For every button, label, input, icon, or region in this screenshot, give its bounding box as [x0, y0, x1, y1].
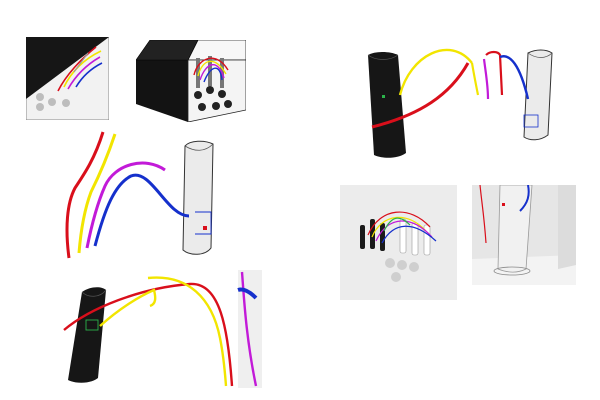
- blue-curve: [499, 55, 530, 100]
- white-shell-figure: [65, 131, 214, 259]
- shell-base: [493, 266, 531, 276]
- top-edge: [136, 40, 199, 61]
- yellow-curve-short: [99, 288, 157, 327]
- blue-curve: [203, 67, 223, 83]
- blue-curve: [381, 225, 437, 244]
- shell-rim: [527, 52, 553, 58]
- black-shell-figure: [63, 270, 262, 388]
- shell-rim: [184, 143, 214, 151]
- room-box-figure: [136, 40, 246, 122]
- left-black-wall: [136, 60, 188, 122]
- pillar-render-panel: [340, 185, 457, 300]
- red-curve: [57, 46, 97, 92]
- interior-closeup-panel: [472, 185, 576, 285]
- right-wall: [558, 185, 576, 269]
- yellow-curve: [77, 133, 117, 254]
- blue-outline: [195, 211, 212, 235]
- green-marker: [382, 95, 385, 98]
- shell-rim: [81, 289, 107, 297]
- black-half-cylinder: [368, 52, 406, 158]
- red-curve: [371, 62, 470, 129]
- red-hook: [485, 50, 504, 96]
- white-half-cylinder: [523, 49, 553, 141]
- diagonal-view-panel: [26, 37, 109, 120]
- black-half-cylinder: [68, 287, 106, 383]
- room-box-panel: [136, 40, 246, 122]
- gray-curve: [73, 52, 89, 73]
- white-shell-panel: [55, 128, 225, 263]
- blue-curve: [93, 173, 190, 247]
- floor-disc: [218, 90, 226, 98]
- magenta-curve: [375, 220, 433, 242]
- blue-outline: [523, 114, 539, 128]
- red-curve: [63, 282, 234, 387]
- interior-closeup-figure: [472, 185, 576, 285]
- red-curve: [65, 131, 105, 259]
- green-outline: [85, 319, 99, 331]
- magenta-drop: [482, 58, 490, 100]
- white-pillar: [399, 218, 407, 254]
- dual-shell-panel: [360, 35, 560, 165]
- floor-disc: [48, 98, 56, 106]
- floor-disc: [409, 262, 419, 272]
- yellow-curve: [147, 276, 228, 387]
- yellow-curve: [398, 48, 473, 96]
- pillar-render-figure: [340, 185, 457, 300]
- blue-curve: [519, 185, 530, 212]
- dual-shell-figure: [367, 48, 553, 158]
- shell-rim: [367, 54, 399, 60]
- black-pillar: [380, 223, 385, 251]
- floor-disc: [212, 102, 220, 110]
- green-curve: [383, 217, 411, 232]
- floor-disc: [385, 258, 395, 268]
- floor-disc: [36, 103, 44, 111]
- magenta-curve: [85, 161, 166, 249]
- blue-curve: [75, 62, 103, 88]
- floor-disc: [62, 99, 70, 107]
- magenta-curve: [199, 64, 225, 81]
- blue-curve: [237, 287, 258, 300]
- black-shell-panel: [60, 268, 270, 393]
- red-curve: [479, 185, 487, 244]
- floor-disc: [194, 91, 202, 99]
- white-pillar: [411, 222, 419, 256]
- black-pillar: [360, 225, 365, 249]
- pillar: [196, 58, 200, 88]
- render-background: [340, 185, 457, 300]
- red-curve: [367, 211, 431, 236]
- floor-disc: [36, 93, 44, 101]
- floor-disc: [206, 86, 214, 94]
- floor-disc: [198, 103, 206, 111]
- floor-disc: [224, 100, 232, 108]
- red-marker: [502, 203, 505, 206]
- white-half-cylinder: [182, 140, 214, 255]
- red-curve: [193, 57, 229, 76]
- diagonal-view-figure: [26, 37, 109, 120]
- floor-disc: [397, 260, 407, 270]
- yellow-drop: [470, 62, 480, 96]
- yellow-curve: [197, 60, 227, 77]
- black-pillar: [370, 219, 375, 249]
- magenta-curve: [240, 271, 258, 387]
- red-marker: [203, 226, 207, 230]
- magenta-curve: [67, 56, 101, 90]
- floor-disc: [391, 272, 401, 282]
